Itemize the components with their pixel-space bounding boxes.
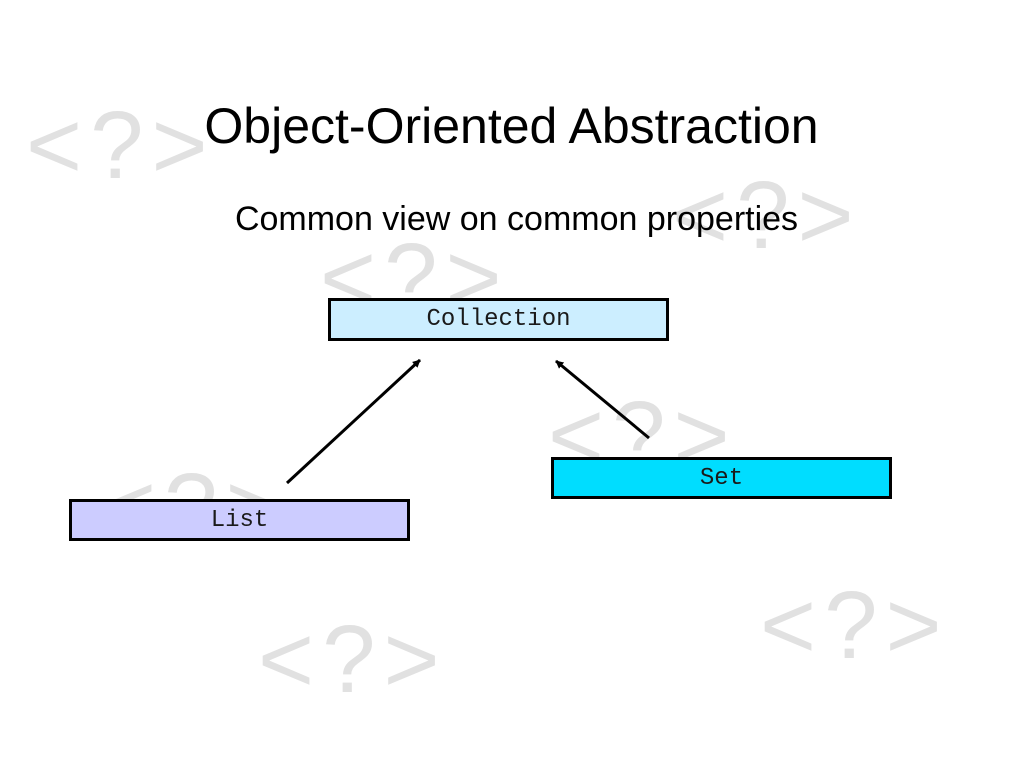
arrow-set-to-collection — [555, 359, 650, 440]
watermark-glyph: <?> — [258, 606, 448, 713]
set-node: Set — [551, 457, 892, 499]
collection-node: Collection — [328, 298, 669, 341]
watermark-glyph: <?> — [26, 92, 216, 199]
watermark-glyph: <?> — [760, 572, 950, 679]
slide-subtitle: Common view on common properties — [234, 200, 799, 238]
list-node: List — [69, 499, 410, 541]
watermark-glyph: <?> — [672, 162, 862, 269]
set-node-label: Set — [699, 464, 744, 492]
arrow-list-to-collection — [285, 358, 422, 485]
slide-title: Object-Oriented Abstraction — [204, 98, 819, 154]
list-node-label: List — [210, 506, 269, 534]
collection-node-label: Collection — [426, 306, 571, 333]
